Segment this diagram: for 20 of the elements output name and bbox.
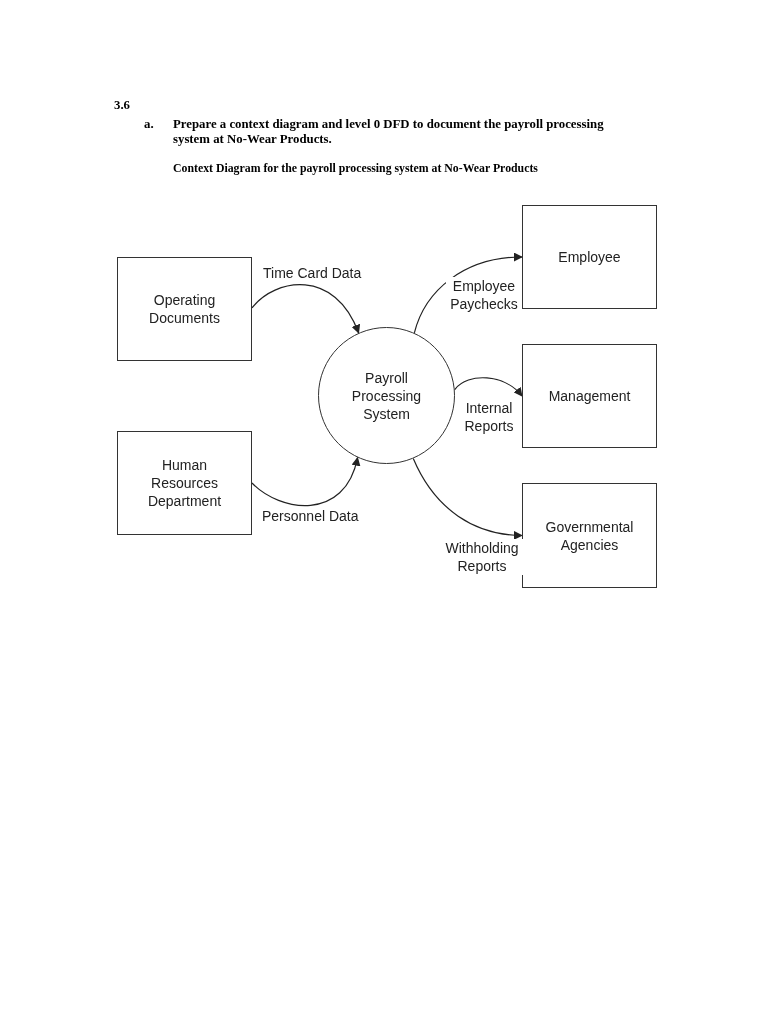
flow-arrow [251,456,360,506]
node-label: Operating Documents [148,291,221,327]
question-text: Prepare a context diagram and level 0 DFD to document the payroll processing system at No-Wear Products. [173,117,605,147]
flow-arrow [454,377,523,397]
entity-box [117,257,252,361]
node-label: Human Resources Department [146,456,223,510]
node-label: Governmental Agencies [544,517,635,554]
exercise-number: 3.6 [114,98,130,113]
node-label: Payroll Processing System [350,368,423,423]
node-label: Management [548,387,631,405]
diagram-title: Context Diagram for the payroll processing system at No-Wear Products [173,161,538,176]
item-letter: a. [144,117,154,132]
flow-arrow [413,252,523,334]
entity-box [522,483,657,588]
entity-box [117,431,252,535]
entity-box [522,205,657,309]
flow-arrow [412,457,523,540]
flow-arrow [251,284,360,334]
node-label: Employee [558,248,621,266]
entity-box [522,344,657,448]
